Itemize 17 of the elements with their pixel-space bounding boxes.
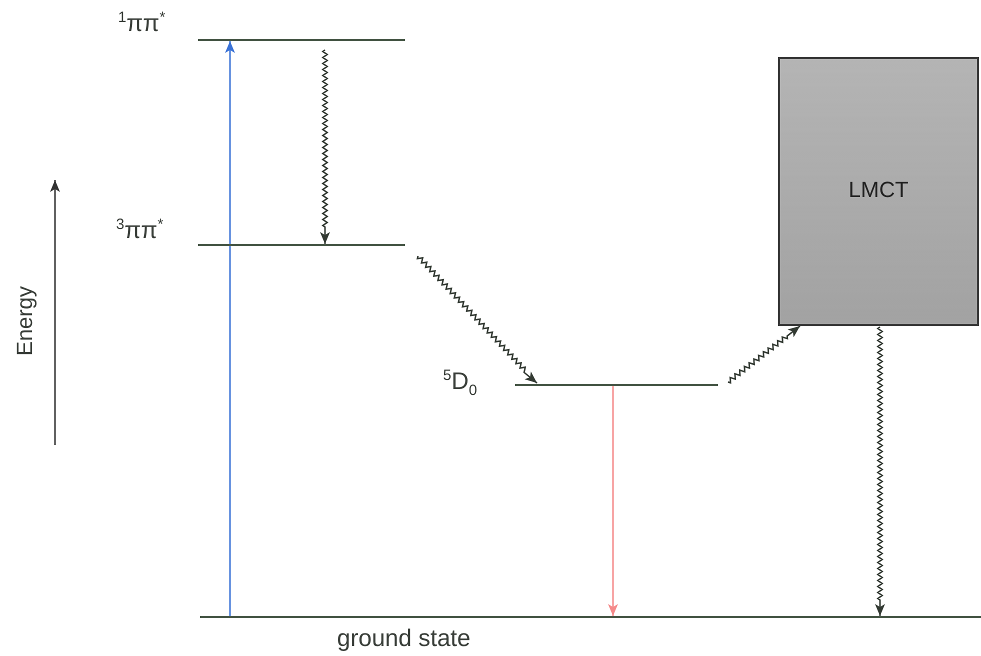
band-label: LMCT xyxy=(848,177,908,204)
level-label: $^{3}$ππ$^{*}$ xyxy=(116,217,164,243)
arrow xyxy=(225,41,235,616)
energy-level-line xyxy=(198,244,405,246)
energy-level-line xyxy=(515,384,718,386)
energy-level-line xyxy=(198,39,405,41)
level-label: ground state xyxy=(337,627,470,651)
level-label: $^{1}$ππ$^{*}$ xyxy=(118,10,166,36)
wavy-arrow xyxy=(320,50,330,244)
energy-band-box xyxy=(778,57,979,326)
level-label: $^{5}$D$_{0}$ xyxy=(443,368,478,398)
wavy-arrow xyxy=(875,326,885,616)
wavy-arrow xyxy=(728,325,800,384)
wavy-arrow xyxy=(416,256,538,384)
energy-level-line xyxy=(200,616,981,618)
arrow xyxy=(608,386,618,616)
axis-label: Energy xyxy=(14,286,36,356)
